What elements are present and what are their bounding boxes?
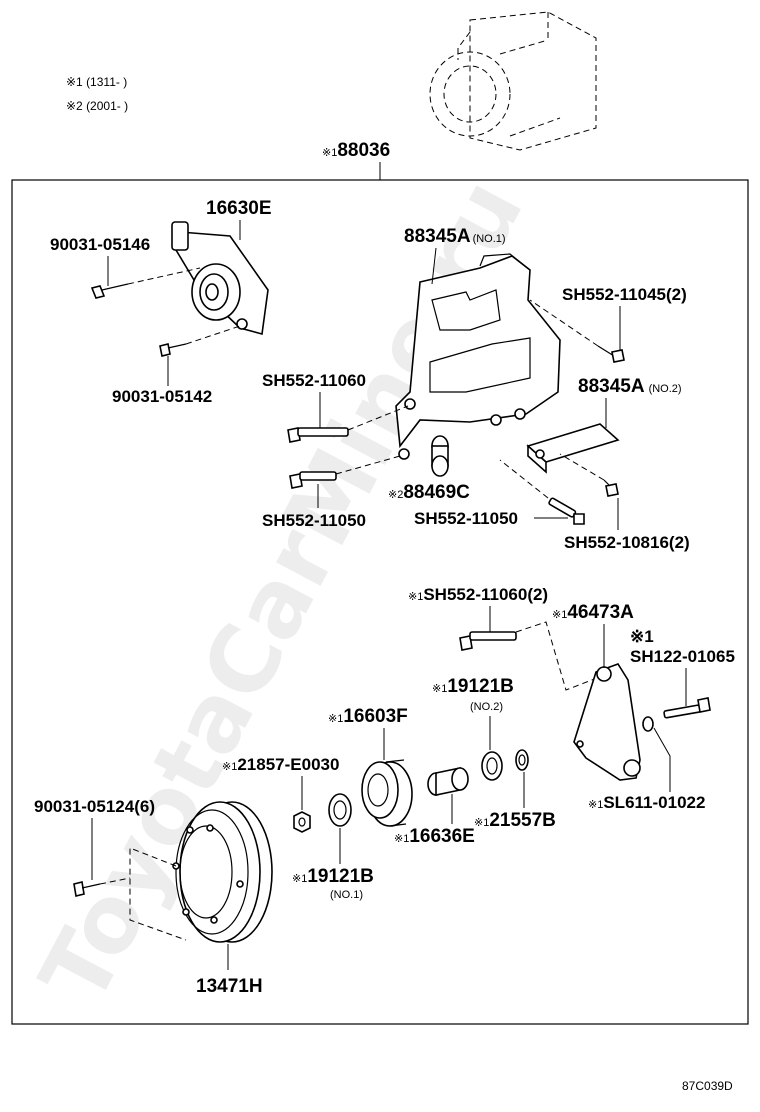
label-90031-05146: 90031-05146 <box>50 235 150 254</box>
label-21557B: ※121557B <box>474 810 556 831</box>
label-13471H: 13471H <box>196 976 263 997</box>
label-SH552-11050-left: SH552-11050 <box>262 511 366 530</box>
figure-code: 87C039D <box>682 1079 733 1093</box>
label-21557B-part: 21557B <box>489 810 556 831</box>
label-46473A: ※146473A <box>552 602 634 623</box>
nut-21857-E0030 <box>293 811 311 833</box>
label-88345A-no2-part: 88345A <box>578 376 645 397</box>
note-1: ※1 (1311- ) <box>66 75 127 89</box>
bracket-88345A-no2 <box>526 423 620 474</box>
label-SH122-mark: ※1 <box>630 627 654 646</box>
label-16630E: 16630E <box>206 198 272 219</box>
bolt-SH552-11050-right <box>499 459 585 525</box>
label-SL611-part: SL611-01022 <box>603 793 705 812</box>
label-16636E-mark: ※1 <box>394 833 409 845</box>
label-SH552-11060: SH552-11060 <box>262 371 366 390</box>
label-19121B-no1-mark: ※1 <box>292 873 307 885</box>
idler-pulley-16630E <box>171 221 269 336</box>
label-19121B-no2-part: 19121B <box>447 676 514 697</box>
label-88345A-no2-sub: (NO.2) <box>649 383 682 395</box>
label-16603F-mark: ※1 <box>328 713 343 725</box>
label-88345A-no2: 88345A (NO.2) <box>578 376 682 397</box>
label-19121B-no2-mark: ※1 <box>432 683 447 695</box>
label-46473A-mark: ※1 <box>552 609 567 621</box>
label-SH122-01065: SH122-01065 <box>630 647 735 666</box>
spacer-16636E <box>427 767 469 796</box>
label-19121B-no2-sub: (NO.2) <box>470 701 503 713</box>
assembly-frame <box>11 179 749 1025</box>
label-SL611-01022: ※1SL611-01022 <box>588 793 705 812</box>
label-19121B-no2: ※119121B <box>432 676 514 697</box>
label-19121B-no1: ※119121B <box>292 866 374 887</box>
bracket-46473A <box>573 663 641 781</box>
label-90031-05142: 90031-05142 <box>112 387 212 406</box>
washer-21557B <box>515 749 529 771</box>
note-2: ※2 (2001- ) <box>66 99 128 113</box>
label-SH552-11060-2-mark: ※1 <box>408 591 423 603</box>
assembly-label: ※188036 <box>322 140 390 161</box>
pulley-16603F <box>361 759 413 827</box>
label-21857-part: 21857-E0030 <box>237 755 339 774</box>
label-16603F: ※116603F <box>328 706 408 727</box>
compressor-outline <box>429 11 597 151</box>
label-SH552-10816: SH552-10816(2) <box>564 533 690 552</box>
bolt-SH552-11050-left <box>289 455 401 489</box>
label-88345A-no1-part: 88345A <box>404 226 471 247</box>
bolt-SH552-11060 <box>287 405 409 443</box>
label-SH552-11050-right: SH552-11050 <box>414 509 518 528</box>
label-SH552-11060-2: ※1SH552-11060(2) <box>408 585 548 604</box>
bolt-SH552-11060-2 <box>459 621 603 691</box>
label-88469C-part: 88469C <box>403 482 470 503</box>
washer-SL611-01022 <box>642 716 654 732</box>
label-16636E: ※116636E <box>394 826 475 847</box>
label-88469C: ※288469C <box>388 482 470 503</box>
label-19121B-no1-part: 19121B <box>307 866 374 887</box>
label-21857-mark: ※1 <box>222 761 237 773</box>
bearing-19121B-no1 <box>328 793 352 827</box>
bolt-SH552-11045 <box>529 299 625 363</box>
label-SH552-11045: SH552-11045(2) <box>562 285 687 304</box>
bolt-SH552-10816 <box>559 453 619 497</box>
label-16603F-part: 16603F <box>343 706 407 727</box>
label-16636E-part: 16636E <box>409 826 475 847</box>
label-SH552-11060-2-part: SH552-11060(2) <box>423 585 548 604</box>
bolt-90031-05146 <box>90 267 201 299</box>
bearing-19121B-no2 <box>481 751 503 781</box>
collar-88469C <box>431 435 449 477</box>
label-88345A-no1-sub: (NO.1) <box>473 233 506 245</box>
label-88469C-mark: ※2 <box>388 489 403 501</box>
label-21557B-mark: ※1 <box>474 817 489 829</box>
label-88345A-no1: 88345A(NO.1) <box>404 226 506 247</box>
pulley-13471H <box>129 801 273 943</box>
label-19121B-no1-sub: (NO.1) <box>330 889 363 901</box>
label-21857-E0030: ※121857-E0030 <box>222 755 339 774</box>
bolt-90031-05142 <box>159 325 241 357</box>
label-46473A-part: 46473A <box>567 602 634 623</box>
bolt-SH122-01065 <box>663 697 711 719</box>
assembly-mark: ※1 <box>322 147 337 159</box>
label-SL611-mark: ※1 <box>588 799 603 811</box>
label-90031-05124: 90031-05124(6) <box>34 797 155 816</box>
assembly-part: 88036 <box>337 140 390 161</box>
bolt-90031-05124 <box>73 877 131 897</box>
